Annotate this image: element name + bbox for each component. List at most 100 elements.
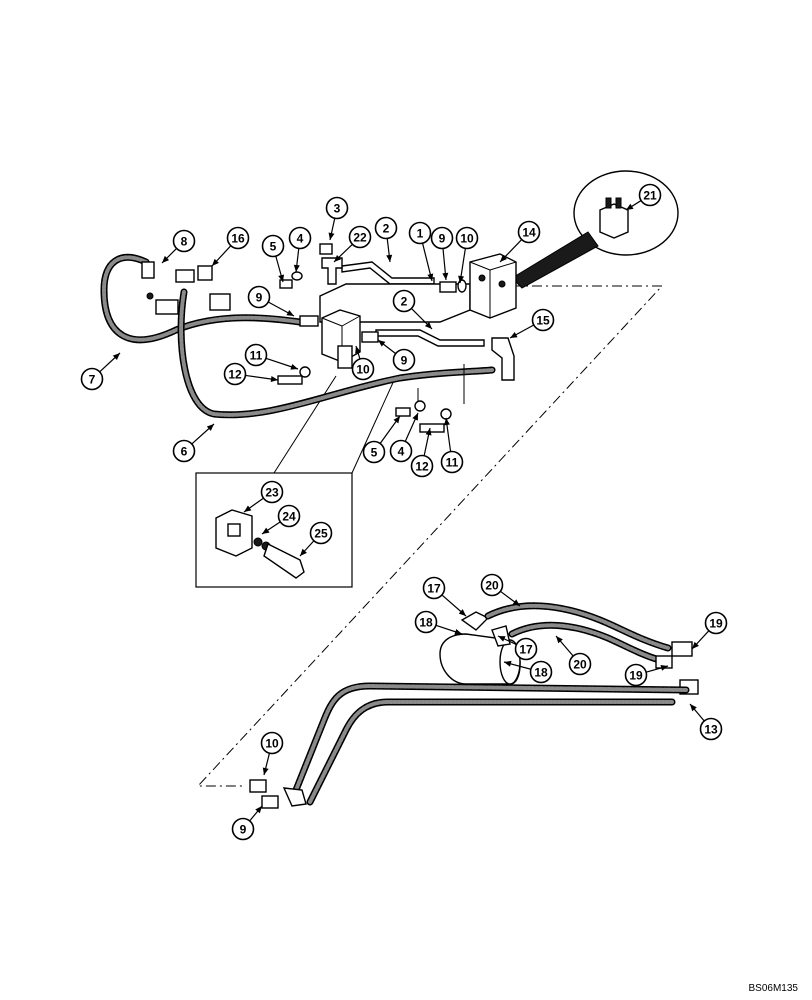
callout-circle xyxy=(231,817,255,841)
callout-25: 25 xyxy=(299,521,333,557)
callout-4: 4 xyxy=(288,226,312,273)
line-art xyxy=(100,170,699,809)
callout-label: 17 xyxy=(427,582,441,596)
callout-label: 12 xyxy=(228,368,242,382)
callout-arrowhead xyxy=(442,272,449,280)
callout-7: 7 xyxy=(80,352,121,391)
callout-circle xyxy=(223,362,247,386)
callout-label: 5 xyxy=(371,446,378,460)
callout-arrowhead xyxy=(626,203,634,210)
callout-circle xyxy=(704,611,728,635)
callout-circle xyxy=(172,229,196,253)
callout-label: 15 xyxy=(536,314,550,328)
callout-label: 18 xyxy=(419,616,433,630)
callout-18: 18 xyxy=(414,610,463,635)
callout-arrowhead xyxy=(458,609,466,616)
callout-circle xyxy=(226,226,250,250)
callout-10: 10 xyxy=(351,345,375,381)
callout-label: 16 xyxy=(231,232,245,246)
callout-22: 22 xyxy=(333,225,372,263)
callout-arrowhead xyxy=(290,363,298,370)
callout-arrowhead xyxy=(293,264,300,272)
drawing-code: BS06M135 xyxy=(748,983,798,994)
callout-arrowhead xyxy=(386,254,393,262)
callout-9: 9 xyxy=(247,285,295,317)
callout-10: 10 xyxy=(455,226,479,284)
callout-arrowhead xyxy=(443,418,450,426)
callout-arrowhead xyxy=(412,413,418,421)
callout-1: 1 xyxy=(408,221,434,282)
fitting-8 xyxy=(141,261,155,279)
callout-circle xyxy=(531,308,555,332)
callout-circle xyxy=(309,521,333,545)
callout-arrowhead xyxy=(162,255,170,263)
callout-arrowhead xyxy=(504,660,512,667)
callout-circle xyxy=(244,343,268,367)
callout-circle xyxy=(247,285,271,309)
callout-arrowhead xyxy=(286,310,294,316)
callout-5: 5 xyxy=(362,415,401,464)
callout-arrowhead xyxy=(262,527,270,534)
callout-label: 17 xyxy=(519,643,533,657)
callout-label: 20 xyxy=(485,579,499,593)
callout-11: 11 xyxy=(244,343,299,370)
callout-circle xyxy=(514,637,538,661)
callout-label: 3 xyxy=(334,202,341,216)
bolt-12-lower xyxy=(419,423,445,433)
callout-arrowhead xyxy=(454,628,462,635)
callout-circle xyxy=(414,610,438,634)
callout-circle xyxy=(172,439,196,463)
tube-2-lower xyxy=(375,329,485,347)
callout-10: 10 xyxy=(260,731,284,776)
callout-circle xyxy=(624,663,648,687)
callout-label: 21 xyxy=(643,189,657,203)
callout-21: 21 xyxy=(625,183,662,211)
callout-arrowhead xyxy=(427,273,434,281)
fitting-16 xyxy=(175,269,195,283)
callout-9: 9 xyxy=(231,805,263,841)
callout-19: 19 xyxy=(691,611,728,650)
callout-arrowhead xyxy=(556,636,563,644)
callout-circle xyxy=(529,660,553,684)
callout-label: 9 xyxy=(240,823,247,837)
callout-5: 5 xyxy=(261,234,285,283)
callout-arrowhead xyxy=(278,274,285,282)
callout-label: 25 xyxy=(314,527,328,541)
callout-12: 12 xyxy=(223,362,279,386)
callout-circle xyxy=(260,731,284,755)
callout-arrowhead xyxy=(328,232,335,240)
callout-circle xyxy=(430,226,454,250)
callout-label: 11 xyxy=(250,349,263,363)
callout-4: 4 xyxy=(389,412,419,463)
callout-label: 19 xyxy=(709,617,723,631)
callout-circle xyxy=(517,220,541,244)
callout-2: 2 xyxy=(392,289,433,330)
callout-12: 12 xyxy=(410,427,434,478)
callout-arrowhead xyxy=(425,428,432,436)
wiring-harness xyxy=(511,231,599,289)
callout-11: 11 xyxy=(440,417,464,474)
callout-label: 23 xyxy=(265,486,279,500)
callout-20: 20 xyxy=(555,635,592,676)
callout-24: 24 xyxy=(261,504,301,535)
bolt-5-upper xyxy=(279,279,293,289)
valve-block-14 xyxy=(469,253,517,319)
callout-label: 24 xyxy=(282,510,296,524)
callout-label: 7 xyxy=(89,373,96,387)
callout-arrowhead xyxy=(334,254,342,262)
callout-label: 18 xyxy=(534,666,548,680)
callout-label: 10 xyxy=(356,363,370,377)
callout-label: 20 xyxy=(573,658,587,672)
callout-arrowhead xyxy=(512,599,520,606)
callout-label: 4 xyxy=(398,445,405,459)
oring-24 xyxy=(253,537,263,547)
callout-label: 8 xyxy=(181,235,188,249)
callout-arrowhead xyxy=(378,340,386,347)
callout-arrowhead xyxy=(500,254,508,262)
callout-label: 22 xyxy=(353,231,367,245)
connector-21 xyxy=(599,203,629,239)
callout-20: 20 xyxy=(480,573,521,607)
callout-label: 4 xyxy=(297,232,304,246)
cap-3 xyxy=(319,243,333,255)
callout-label: 9 xyxy=(401,354,408,368)
